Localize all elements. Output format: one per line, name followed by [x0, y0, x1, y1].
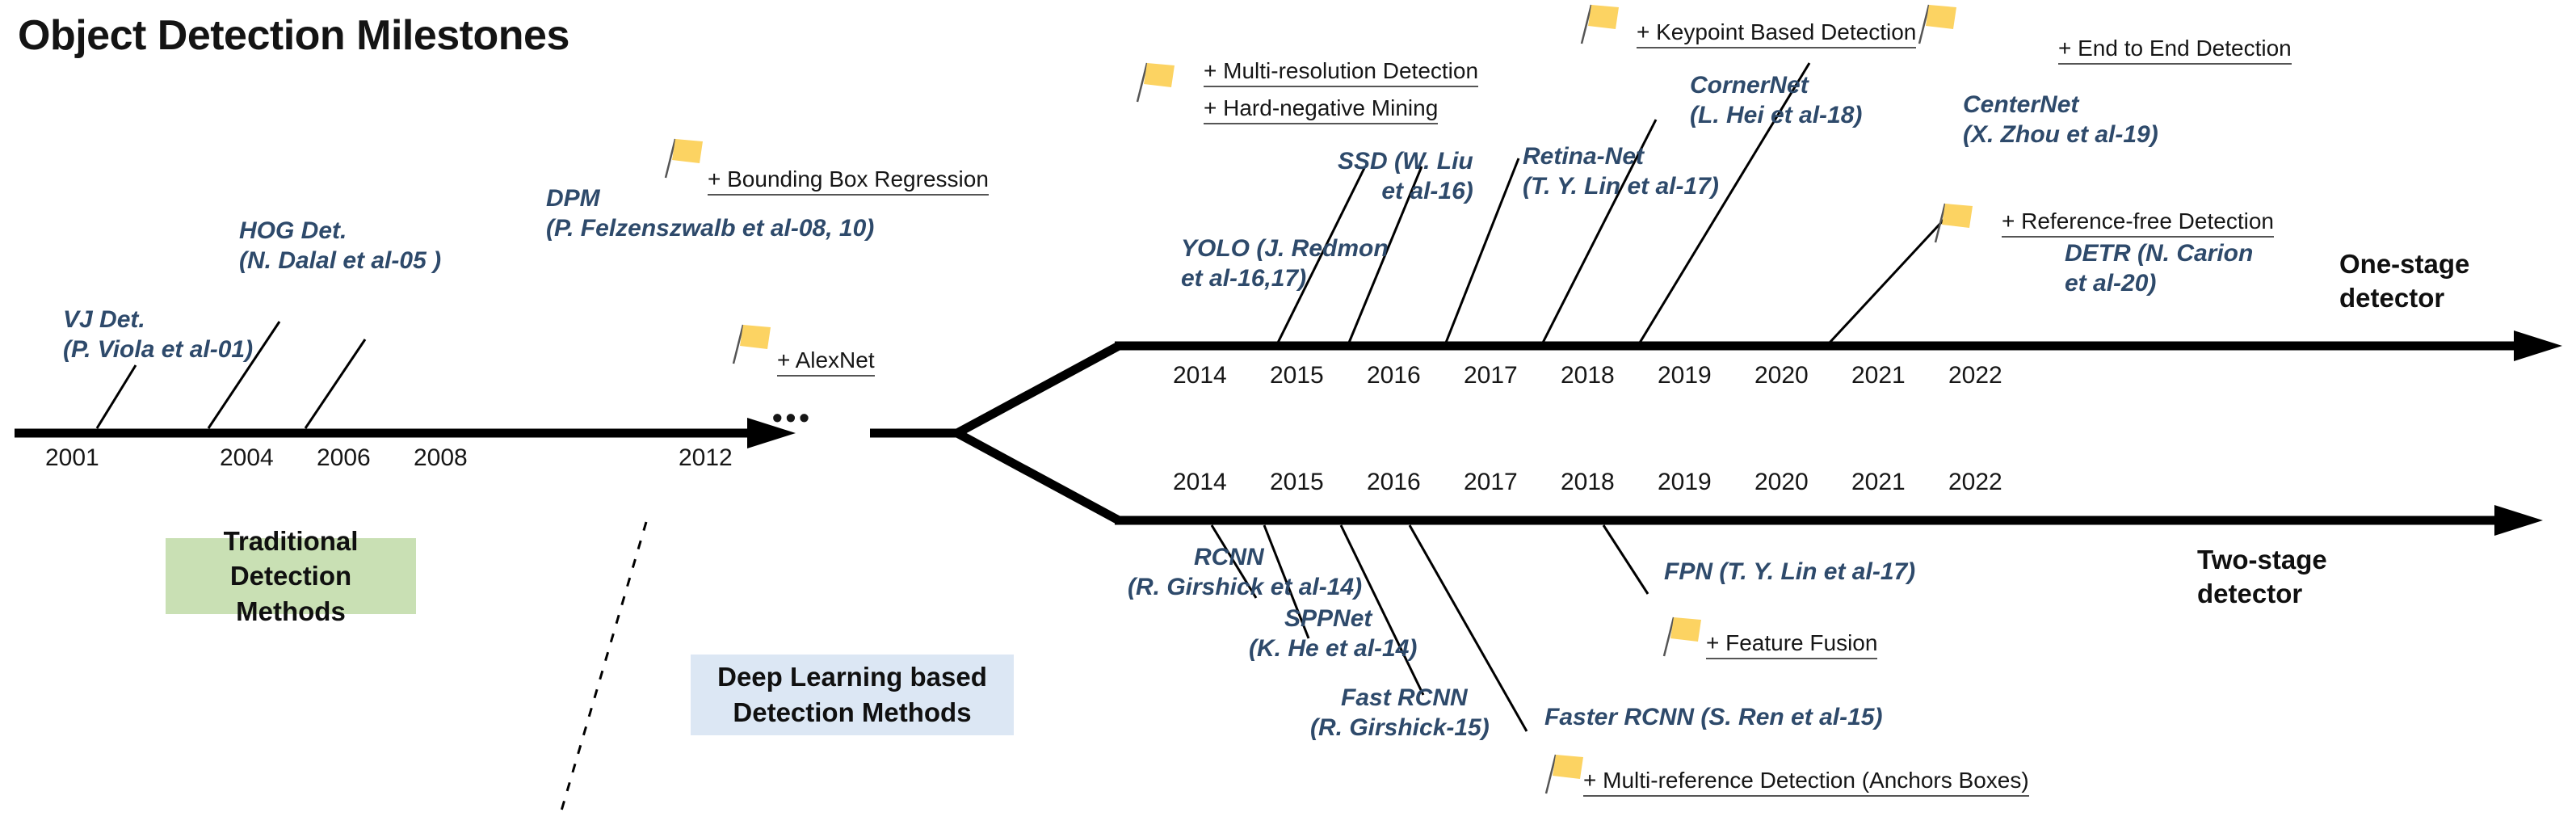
year-tick-one-stage-2021: 2021	[1851, 362, 1906, 389]
legend-line-2: Detection Methods	[733, 697, 972, 727]
milestone-cornernet: CornerNet (L. Hei et al-18)	[1690, 71, 1862, 130]
flag-icon	[1131, 60, 1178, 105]
milestone-ref: (K. He et al-14)	[1249, 634, 1418, 662]
milestone-faster-rcnn: Faster RCNN (S. Ren et al-15)	[1544, 703, 1882, 733]
year-tick-two-stage-2022: 2022	[1948, 469, 2002, 495]
milestone-ref: (R. Girshick-15)	[1310, 713, 1490, 741]
legend-line-1: Deep Learning based	[717, 662, 987, 692]
label-line-1: One-stage	[2339, 249, 2470, 279]
milestone-name: SPPNet	[1284, 605, 1372, 632]
feature-multi-reference-detection: + Multi-reference Detection (Anchors Box…	[1583, 768, 2029, 797]
flag-icon	[1575, 2, 1622, 47]
year-tick-one-stage-2022: 2022	[1948, 362, 2002, 389]
page-title: Object Detection Milestones	[18, 12, 569, 59]
milestone-retina-net: Retina-Net (T. Y. Lin et al-17)	[1523, 142, 1719, 201]
year-tick-two-stage-2016: 2016	[1367, 469, 1421, 495]
milestone-name: CenterNet	[1963, 91, 2079, 118]
flag-icon	[1658, 614, 1704, 659]
year-tick-one-stage-2015: 2015	[1270, 362, 1324, 389]
year-tick-two-stage-2014: 2014	[1173, 469, 1227, 495]
year-tick-two-stage-2015: 2015	[1270, 469, 1324, 495]
milestone-name: RCNN	[1194, 544, 1264, 570]
milestone-name: Fast RCNN	[1341, 684, 1468, 711]
milestone-ref: (L. Hei et al-18)	[1690, 101, 1863, 128]
feature-reference-free-detection: + Reference-free Detection	[2002, 208, 2274, 238]
milestone-ref: et al-16,17)	[1181, 264, 1307, 292]
milestone-yolo: YOLO (J. Redmon et al-16,17)	[1181, 234, 1389, 293]
year-tick-one-stage-2019: 2019	[1658, 362, 1712, 389]
milestone-vj-det: VJ Det. (P. Viola et al-01)	[63, 305, 253, 364]
year-tick-two-stage-2020: 2020	[1754, 469, 1809, 495]
milestone-fpn: FPN (T. Y. Lin et al-17)	[1664, 558, 1915, 587]
flag-icon	[1913, 2, 1960, 47]
year-tick-two-stage-2018: 2018	[1561, 469, 1615, 495]
label-line-2: detector	[2197, 579, 2303, 609]
year-tick-one-stage-2018: 2018	[1561, 362, 1615, 389]
milestone-rcnn: RCNN (R. Girshick et al-14)	[1128, 543, 1362, 602]
legend-traditional-detection-methods: Traditional Detection Methods	[166, 526, 416, 626]
feature-hard-negative-mining: + Hard-negative Mining	[1204, 95, 1439, 124]
year-tick-two-stage-2017: 2017	[1464, 469, 1518, 495]
legend-deep-learning-detection-methods: Deep Learning based Detection Methods	[691, 655, 1014, 735]
year-tick-2001: 2001	[45, 444, 99, 471]
milestone-name: DETR (N. Carion	[2065, 240, 2254, 267]
milestone-name: FPN (T. Y. Lin et al-17)	[1664, 558, 1916, 585]
year-tick-one-stage-2020: 2020	[1754, 362, 1809, 389]
year-tick-2006: 2006	[317, 444, 371, 471]
label-line-2: detector	[2339, 283, 2445, 314]
milestone-ref: et al-16)	[1381, 177, 1473, 204]
flag-icon	[727, 322, 774, 367]
milestone-detr: DETR (N. Carion et al-20)	[2065, 239, 2253, 298]
milestone-ref: (P. Viola et al-01)	[63, 335, 254, 363]
milestone-dpm: DPM (P. Felzenszwalb et al-08, 10)	[546, 184, 874, 243]
feature-multi-resolution-detection: + Multi-resolution Detection	[1204, 58, 1479, 87]
milestone-ssd: SSD (W. Liu et al-16)	[1338, 147, 1473, 206]
milestone-ref: (P. Felzenszwalb et al-08, 10)	[546, 214, 875, 242]
legend-line-2: Methods	[236, 596, 346, 626]
milestone-fast-rcnn: Fast RCNN (R. Girshick-15)	[1310, 684, 1490, 743]
year-tick-two-stage-2021: 2021	[1851, 469, 1906, 495]
milestone-name: CornerNet	[1690, 72, 1809, 99]
two-stage-detector-label: Two-stage detector	[2197, 543, 2327, 611]
year-tick-2008: 2008	[414, 444, 468, 471]
flag-icon	[1540, 751, 1586, 797]
year-tick-two-stage-2019: 2019	[1658, 469, 1712, 495]
milestone-name: HOG Det.	[239, 217, 347, 244]
feature-alexnet: + AlexNet	[777, 347, 875, 377]
flag-icon	[1929, 200, 1976, 246]
milestone-name: Faster RCNN (S. Ren et al-15)	[1544, 704, 1883, 730]
one-stage-detector-label: One-stage detector	[2339, 247, 2469, 315]
legend-line-1: Traditional Detection	[223, 525, 359, 591]
feature-end-to-end-detection: + End to End Detection	[2058, 36, 2292, 65]
year-tick-2004: 2004	[220, 444, 274, 471]
feature-feature-fusion: + Feature Fusion	[1706, 630, 1878, 659]
feature-bounding-box-regression: + Bounding Box Regression	[708, 166, 989, 196]
milestone-name: VJ Det.	[63, 306, 145, 333]
milestone-ref: (N. Dalal et al-05 )	[239, 246, 442, 274]
milestone-sppnet: SPPNet (K. He et al-14)	[1249, 604, 1417, 663]
milestone-centernet: CenterNet (X. Zhou et al-19)	[1963, 90, 2158, 149]
year-tick-one-stage-2016: 2016	[1367, 362, 1421, 389]
year-tick-2012: 2012	[679, 444, 733, 471]
ellipsis-marker: •••	[772, 401, 813, 434]
milestone-name: YOLO (J. Redmon	[1181, 235, 1389, 262]
flag-icon	[659, 136, 706, 181]
label-line-1: Two-stage	[2197, 545, 2327, 575]
milestone-hog-det: HOG Det. (N. Dalal et al-05 )	[239, 217, 441, 276]
milestone-name: SSD (W. Liu	[1338, 148, 1473, 175]
year-tick-one-stage-2017: 2017	[1464, 362, 1518, 389]
milestone-name: Retina-Net	[1523, 143, 1645, 170]
milestone-ref: (R. Girshick et al-14)	[1128, 573, 1363, 600]
arrow-heads	[747, 330, 2562, 536]
milestone-ref: (T. Y. Lin et al-17)	[1523, 172, 1719, 200]
milestone-ref: (X. Zhou et al-19)	[1963, 120, 2158, 148]
feature-keypoint-based-detection: + Keypoint Based Detection	[1637, 19, 1917, 48]
milestone-name: DPM	[546, 185, 600, 212]
milestone-ref: et al-20)	[2065, 269, 2157, 297]
year-tick-one-stage-2014: 2014	[1173, 362, 1227, 389]
